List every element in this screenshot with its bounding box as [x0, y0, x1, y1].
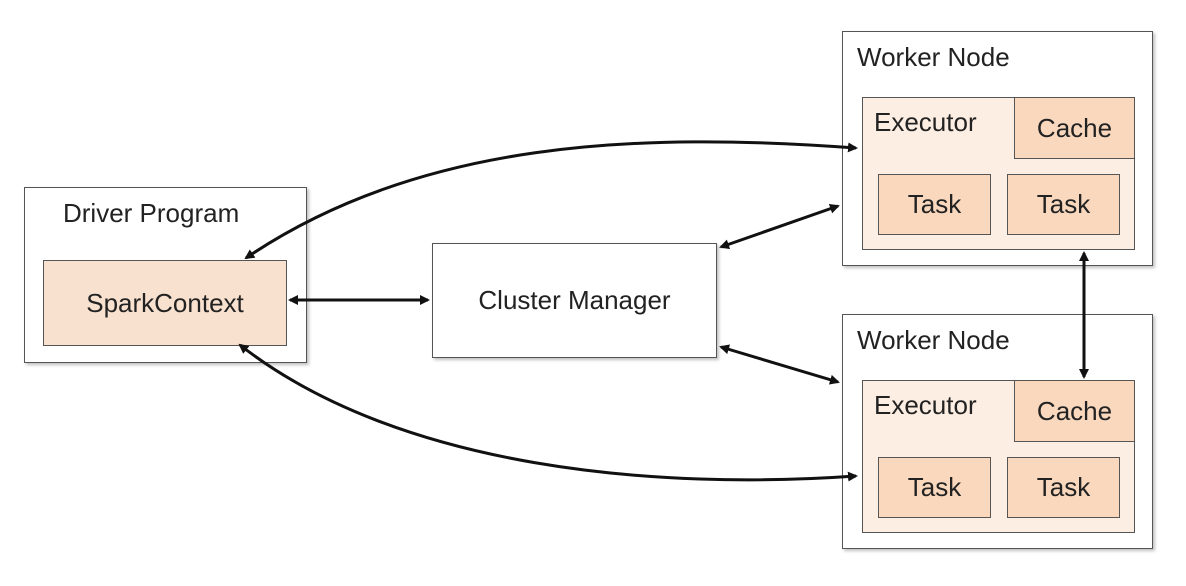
executor-1: Executor Cache Task Task	[862, 97, 1135, 250]
task-2b: Task	[1007, 457, 1120, 518]
cluster-manager-box: Cluster Manager	[432, 243, 717, 358]
spark-context-box: SparkContext	[43, 260, 287, 346]
worker-node-1: Worker Node Executor Cache Task Task	[842, 31, 1153, 266]
arrow-cluster-worker1	[719, 203, 840, 250]
arrow-cluster-worker2	[719, 344, 840, 385]
cache-1-label: Cache	[1036, 112, 1113, 143]
task-2a-label: Task	[907, 472, 962, 502]
cache-2: Cache	[1014, 380, 1135, 442]
arrow-spark-executor1	[244, 140, 858, 260]
spark-context-label: SparkContext	[86, 287, 244, 318]
worker-node-1-title: Worker Node	[857, 42, 1010, 72]
cache-2-label: Cache	[1036, 395, 1113, 426]
executor-2: Executor Cache Task Task	[862, 380, 1135, 533]
cluster-manager-label: Cluster Manager	[478, 285, 671, 315]
arrow-spark-executor2	[238, 343, 858, 482]
driver-program-title: Driver Program	[63, 198, 240, 228]
executor-1-label: Executor	[874, 107, 977, 137]
worker-node-2: Worker Node Executor Cache Task Task	[842, 314, 1153, 549]
task-2b-label: Task	[1036, 472, 1091, 502]
task-1a: Task	[878, 174, 991, 235]
worker-node-2-title: Worker Node	[857, 325, 1010, 355]
executor-2-label: Executor	[874, 390, 977, 420]
cache-1: Cache	[1014, 97, 1135, 159]
task-1a-label: Task	[907, 189, 962, 219]
task-2a: Task	[878, 457, 991, 518]
task-1b-label: Task	[1036, 189, 1091, 219]
task-1b: Task	[1007, 174, 1120, 235]
